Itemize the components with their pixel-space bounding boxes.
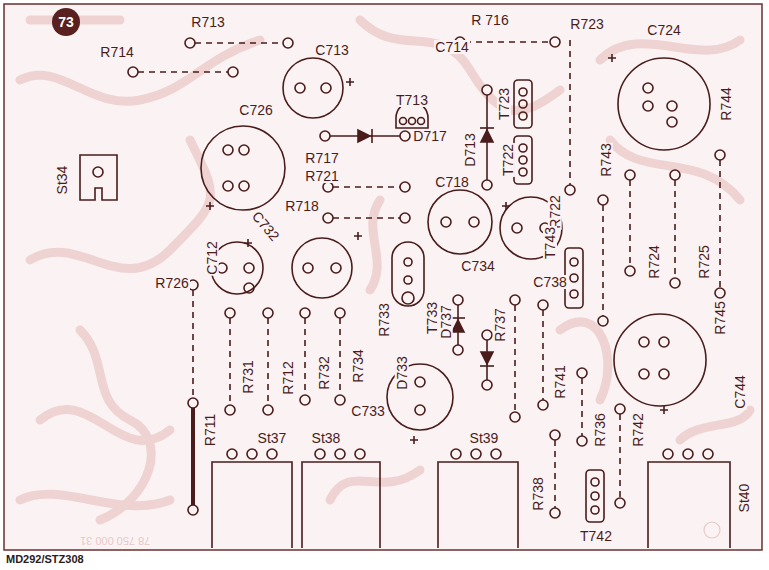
part-label: R737 bbox=[493, 307, 507, 342]
transistor-symbols bbox=[392, 80, 604, 522]
part-label: St40 bbox=[737, 483, 751, 514]
part-label: C734 bbox=[460, 259, 495, 273]
part-label: D733 bbox=[395, 355, 409, 390]
connector-symbols bbox=[80, 155, 730, 548]
part-label: R744 bbox=[719, 86, 733, 121]
part-label: R736 bbox=[593, 412, 607, 447]
part-label: R745 bbox=[713, 300, 727, 335]
part-label: T713 bbox=[395, 93, 429, 107]
part-label: C714 bbox=[434, 40, 469, 54]
part-label: C744 bbox=[733, 374, 747, 409]
part-label: R742 bbox=[631, 412, 645, 447]
part-label: R721 bbox=[304, 169, 339, 183]
part-label: R734 bbox=[351, 348, 365, 383]
wire-link bbox=[191, 408, 195, 505]
part-label: D713 bbox=[463, 132, 477, 167]
resistor-symbols bbox=[138, 40, 720, 508]
part-label: R741 bbox=[553, 364, 567, 399]
part-label: T733 bbox=[425, 301, 439, 335]
part-label: C724 bbox=[646, 23, 681, 37]
part-label: C713 bbox=[314, 43, 349, 57]
part-label: R743 bbox=[599, 142, 613, 177]
part-label: R731 bbox=[241, 359, 255, 394]
solder-pads bbox=[128, 37, 725, 518]
capacitor-symbols bbox=[201, 58, 710, 430]
page-badge: 73 bbox=[52, 8, 80, 36]
part-label: C738 bbox=[532, 275, 567, 289]
part-label: St34 bbox=[55, 165, 69, 196]
part-label: R713 bbox=[190, 15, 225, 29]
part-label: D737 bbox=[439, 304, 453, 339]
part-label: C712 bbox=[205, 240, 219, 275]
part-label: R 716 bbox=[470, 13, 509, 27]
part-label: T743 bbox=[543, 226, 557, 260]
part-label: St38 bbox=[311, 431, 342, 445]
part-label: C733 bbox=[350, 404, 385, 418]
board-outline bbox=[4, 4, 762, 550]
part-label: T723 bbox=[497, 87, 511, 121]
part-label: R722 bbox=[548, 194, 562, 229]
part-label: R724 bbox=[647, 244, 661, 279]
part-label: R718 bbox=[284, 199, 319, 213]
part-label: T742 bbox=[579, 529, 613, 543]
plus-marks bbox=[206, 54, 668, 444]
copper-traces bbox=[20, 20, 750, 520]
part-label: T722 bbox=[501, 143, 515, 177]
part-label: R714 bbox=[99, 45, 134, 59]
part-label: R717 bbox=[304, 151, 339, 165]
part-label: 78 750 000 31 bbox=[79, 535, 151, 546]
part-label: R712 bbox=[281, 360, 295, 395]
part-label: C718 bbox=[434, 175, 469, 189]
part-label: R725 bbox=[697, 244, 711, 279]
part-label: R732 bbox=[317, 355, 331, 390]
diode-symbols bbox=[330, 95, 494, 380]
part-label: C726 bbox=[238, 103, 273, 117]
part-label: R733 bbox=[377, 302, 391, 337]
mounting-mark bbox=[704, 522, 720, 538]
part-label: R711 bbox=[203, 413, 217, 447]
badge-number: 73 bbox=[58, 14, 74, 30]
part-label: D717 bbox=[412, 129, 447, 143]
part-label: St39 bbox=[469, 431, 500, 445]
part-label: R738 bbox=[531, 476, 545, 511]
figure-caption: MD292/STZ308 bbox=[6, 553, 84, 565]
part-label: St37 bbox=[257, 431, 288, 445]
part-label: R726 bbox=[154, 276, 189, 290]
part-label: R723 bbox=[569, 17, 604, 31]
